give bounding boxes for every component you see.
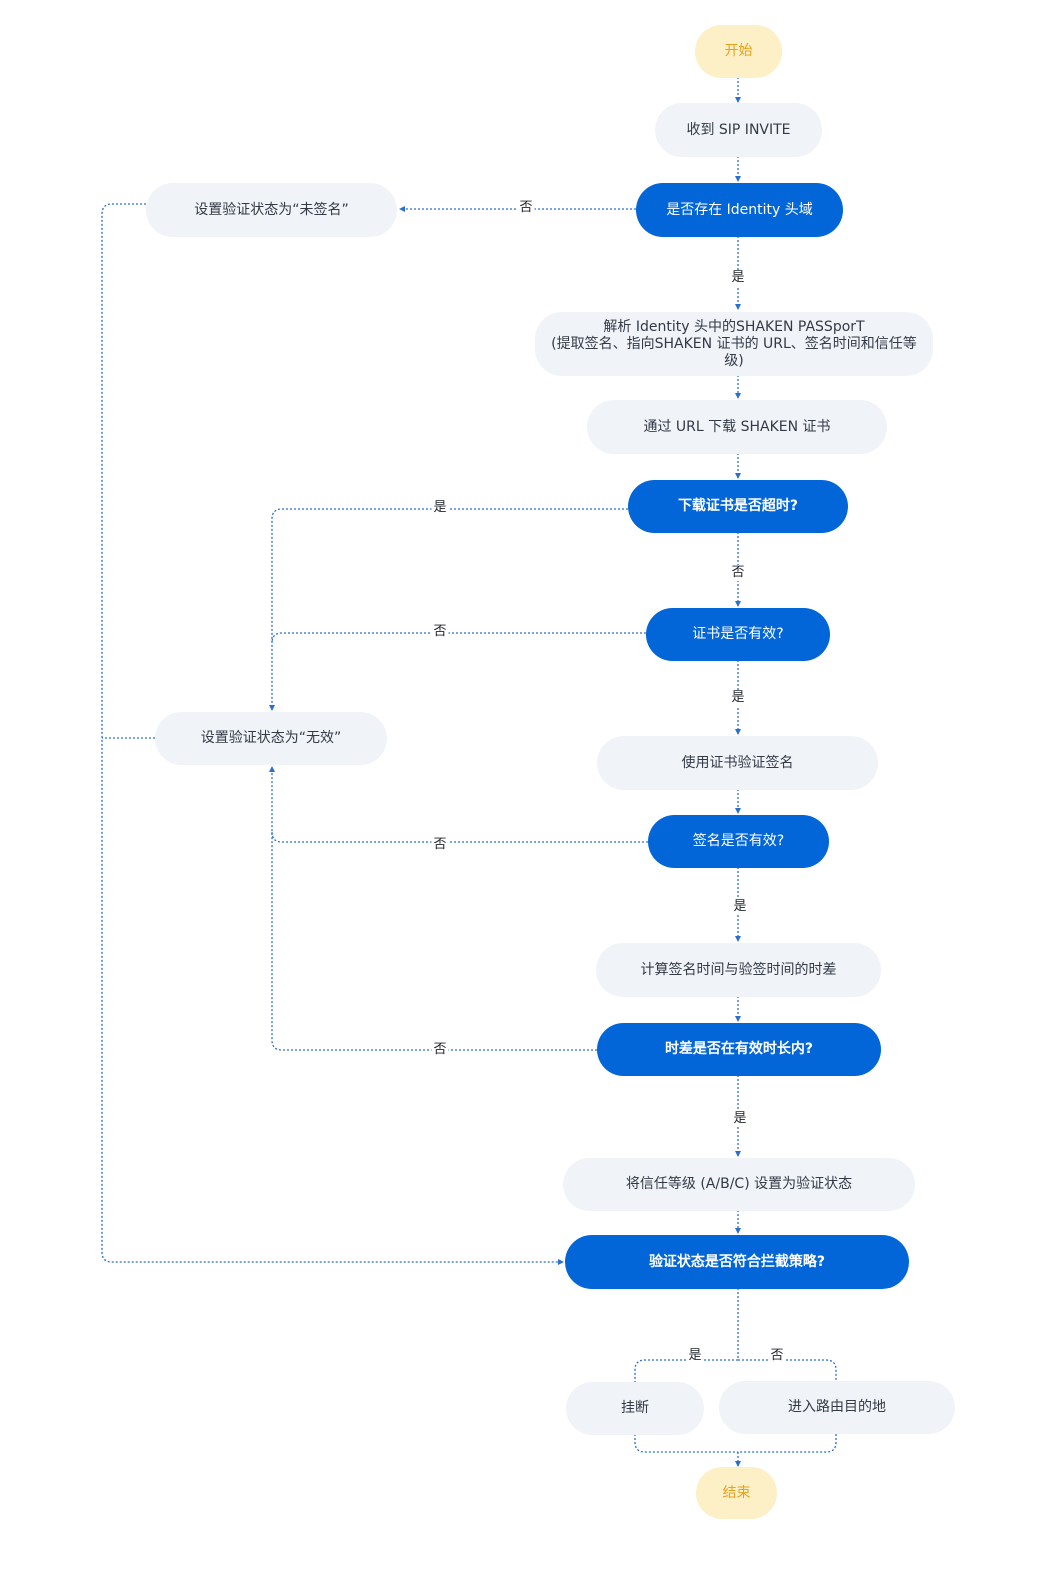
- verify-signature-node: 使用证书验证签名: [597, 736, 878, 790]
- edge-label-signature-yes: 是: [731, 899, 749, 915]
- edge-label-policy-no: 否: [768, 1348, 786, 1364]
- edge-label-cert-no: 否: [431, 624, 449, 640]
- edge-route-end: [738, 1434, 837, 1453]
- compute-time-diff-node: 计算签名时间与验签时间的时差: [596, 943, 881, 997]
- edge-time-no: [269, 766, 597, 1051]
- route-destination-node: 进入路由目的地: [719, 1381, 955, 1434]
- time-diff-decision: 时差是否在有效时长内?: [597, 1023, 881, 1076]
- signature-valid-decision: 签名是否有效?: [648, 815, 829, 868]
- has-identity-decision: 是否存在 Identity 头域: [636, 183, 843, 237]
- parse-line-1: 解析 Identity 头中的SHAKEN PASSporT: [603, 318, 865, 335]
- set-attestation-node: 将信任等级 (A/B/C) 设置为验证状态: [563, 1158, 915, 1211]
- edge-policy-yes: [634, 1359, 738, 1382]
- hang-up-node: 挂断: [566, 1382, 704, 1435]
- edge-label-time-no: 否: [431, 1042, 449, 1058]
- edge-label-policy-yes: 是: [686, 1348, 704, 1364]
- edge-unsigned-policy: [101, 203, 564, 1265]
- edge-cert-no: [271, 632, 646, 644]
- edge-hangup-end: [634, 1434, 738, 1453]
- edge-label-identity-yes: 是: [729, 270, 747, 286]
- edge-label-signature-no: 否: [431, 837, 449, 853]
- download-timeout-decision: 下载证书是否超时?: [628, 480, 848, 533]
- edge-label-time-yes: 是: [731, 1111, 749, 1127]
- cert-valid-decision: 证书是否有效?: [646, 608, 830, 661]
- parse-passport-node: 解析 Identity 头中的SHAKEN PASSporT (提取签名、指向S…: [535, 312, 933, 376]
- start-node: 开始: [695, 25, 782, 78]
- edge-sig-no: [271, 831, 648, 843]
- set-invalid-node: 设置验证状态为“无效”: [155, 712, 387, 765]
- parse-line-2: (提取签名、指向SHAKEN 证书的 URL、签名时间和信任等级): [551, 335, 917, 369]
- download-cert-node: 通过 URL 下载 SHAKEN 证书: [587, 400, 887, 454]
- edge-policy-no: [738, 1359, 837, 1382]
- policy-check-decision: 验证状态是否符合拦截策略?: [565, 1235, 909, 1289]
- edge-label-timeout-yes: 是: [431, 500, 449, 516]
- edge-label-timeout-no: 否: [729, 565, 747, 581]
- receive-invite-node: 收到 SIP INVITE: [655, 103, 822, 157]
- edge-timeout-yes: [269, 508, 628, 711]
- edge-label-identity-no: 否: [517, 200, 535, 216]
- end-node: 结束: [696, 1467, 777, 1519]
- set-unsigned-node: 设置验证状态为“未签名”: [146, 183, 397, 237]
- edge-label-cert-yes: 是: [729, 690, 747, 706]
